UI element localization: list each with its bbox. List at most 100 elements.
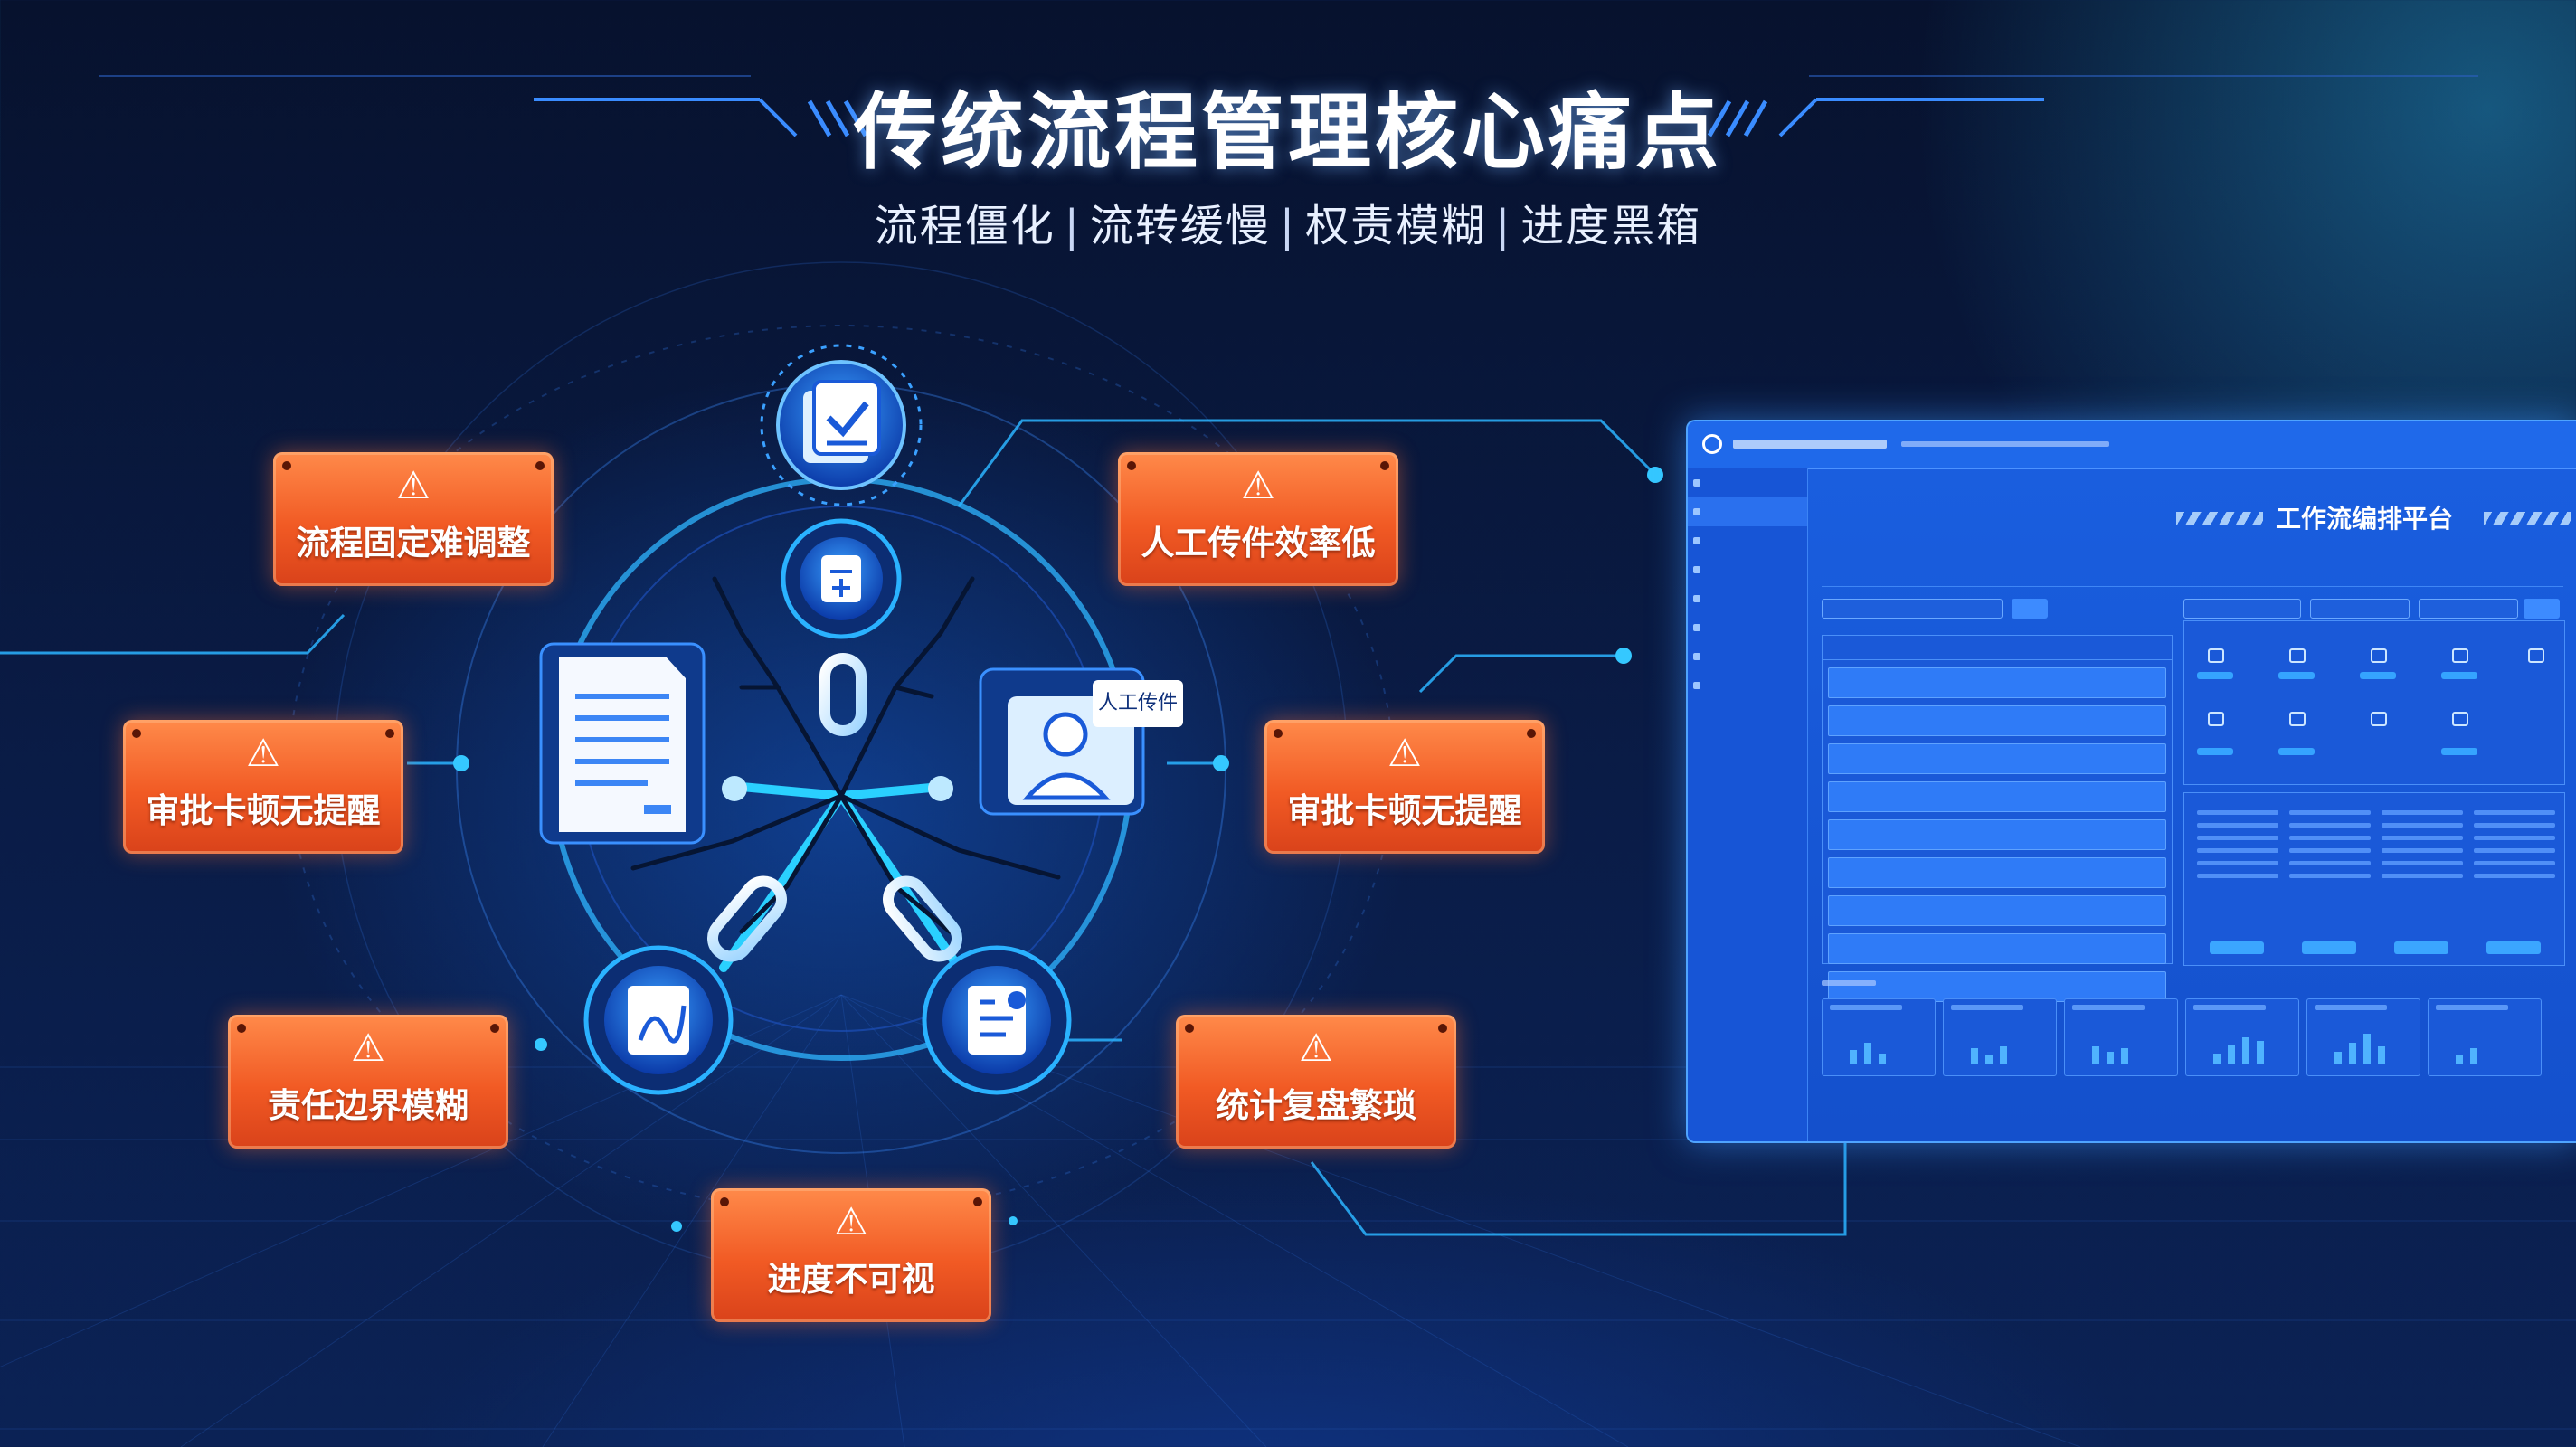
dashboard-sidebar — [1688, 468, 1808, 1141]
pain-card-statistics: ⚠ 统计复盘繁琐 — [1176, 1015, 1456, 1149]
flow-status-pill — [2360, 672, 2396, 679]
table-row[interactable] — [1828, 971, 2166, 1002]
search-input[interactable] — [1822, 599, 2003, 619]
sidebar-item[interactable] — [1688, 671, 1807, 700]
checklist-icon — [760, 344, 923, 506]
subtitle-item: 流程僵化 — [874, 201, 1056, 251]
flow-status-pill — [2278, 748, 2315, 755]
detail-action-button[interactable] — [2302, 941, 2356, 954]
app-logo-icon — [1702, 434, 1722, 454]
table-row[interactable] — [1828, 705, 2166, 736]
task-table — [1822, 635, 2173, 1002]
table-row[interactable] — [1828, 781, 2166, 812]
filter-select[interactable] — [2419, 599, 2518, 619]
sidebar-item[interactable] — [1688, 497, 1807, 526]
connector-lines — [0, 419, 1847, 1236]
broken-chain-icon — [707, 653, 962, 962]
subtitle-item: 进度黑箱 — [1520, 201, 1702, 251]
stat-panel — [2306, 998, 2420, 1076]
flow-node-icon — [2289, 648, 2306, 663]
sidebar-item[interactable] — [1688, 526, 1807, 555]
detail-action-button[interactable] — [2394, 941, 2448, 954]
sidebar-subitem[interactable] — [1688, 787, 1807, 816]
flow-status-pill — [2441, 672, 2477, 679]
sidebar-subitem[interactable] — [1688, 816, 1807, 845]
pain-card-label: 责任边界模糊 — [268, 1086, 469, 1125]
flow-status-pill — [2441, 748, 2477, 755]
sidebar-item[interactable] — [1688, 468, 1807, 497]
page-subtitle: 流程僵化|流转缓慢|权责模糊|进度黑箱 — [0, 190, 2576, 253]
pain-card-fixed-process: ⚠ 流程固定难调整 — [273, 452, 554, 586]
query-button[interactable] — [2524, 599, 2560, 619]
flow-node-icon — [2371, 648, 2387, 663]
platform-title: 工作流编排平台 — [2276, 504, 2454, 534]
warning-icon: ⚠ — [834, 1199, 868, 1244]
flow-overview-panel — [2183, 620, 2565, 785]
flow-node-icon — [2452, 712, 2468, 726]
sidebar-item[interactable] — [1688, 555, 1807, 584]
flow-node-icon — [2208, 712, 2224, 726]
subtitle-separator: | — [1064, 201, 1081, 251]
table-row[interactable] — [1828, 895, 2166, 926]
table-row[interactable] — [1828, 933, 2166, 964]
pain-card-responsibility: ⚠ 责任边界模糊 — [228, 1015, 508, 1149]
warning-icon: ⚠ — [351, 1026, 385, 1070]
detail-action-button[interactable] — [2210, 941, 2264, 954]
subtitle-item: 权责模糊 — [1305, 201, 1487, 251]
sidebar-item[interactable] — [1688, 642, 1807, 671]
subtitle-item: 流转缓慢 — [1089, 201, 1271, 251]
warning-icon: ⚠ — [396, 463, 431, 507]
table-row[interactable] — [1828, 667, 2166, 698]
sidebar-subitem[interactable] — [1688, 758, 1807, 787]
workflow-dashboard: 工作流编排平台 — [1686, 420, 2576, 1143]
table-row[interactable] — [1828, 819, 2166, 850]
search-button[interactable] — [2012, 599, 2048, 619]
pain-card-progress: ⚠ 进度不可视 — [711, 1188, 991, 1322]
detail-action-button[interactable] — [2486, 941, 2541, 954]
pain-card-label: 进度不可视 — [767, 1260, 935, 1299]
warning-icon: ⚠ — [246, 731, 280, 775]
subtitle-separator: | — [1495, 201, 1512, 251]
report-icon — [922, 945, 1072, 1095]
sidebar-subitem[interactable] — [1688, 700, 1807, 729]
warning-icon: ⚠ — [1387, 731, 1422, 775]
filter-select[interactable] — [2183, 599, 2301, 619]
app-title-placeholder — [1733, 440, 1887, 449]
detail-panel — [2183, 792, 2565, 966]
stat-panel — [2428, 998, 2542, 1076]
sidebar-subitem[interactable] — [1688, 729, 1807, 758]
flow-node-icon — [2452, 648, 2468, 663]
signed-paper-icon — [583, 945, 734, 1095]
flow-node-icon — [2208, 648, 2224, 663]
title-decoration — [2176, 512, 2263, 525]
pain-card-label: 统计复盘繁琐 — [1216, 1086, 1416, 1125]
sidebar-item[interactable] — [1688, 613, 1807, 642]
filter-select[interactable] — [2310, 599, 2410, 619]
pain-card-label: 审批卡顿无提醒 — [146, 791, 381, 830]
filter-row — [1822, 595, 2563, 622]
dashboard-subbar — [1822, 566, 2563, 587]
sidebar-item[interactable] — [1688, 584, 1807, 613]
topnav-placeholder — [1901, 441, 2109, 447]
stat-panel — [1943, 998, 2057, 1076]
stat-panel — [1822, 998, 1936, 1076]
flow-status-pill — [2197, 672, 2233, 679]
stat-panel — [2064, 998, 2178, 1076]
flow-node-icon — [2528, 648, 2544, 663]
stat-panel — [2185, 998, 2299, 1076]
pain-card-approval-right: ⚠ 审批卡顿无提醒 — [1264, 720, 1545, 854]
dashboard-topbar — [1688, 421, 2576, 469]
pain-card-label: 流程固定难调整 — [296, 524, 531, 563]
table-row[interactable] — [1828, 857, 2166, 888]
pain-card-label: 审批卡顿无提醒 — [1287, 791, 1522, 830]
header-decoration — [99, 75, 2478, 137]
table-row[interactable] — [1828, 743, 2166, 774]
document-icon — [539, 642, 706, 845]
panels-title-placeholder — [1822, 980, 1876, 986]
pain-card-manual-handoff: ⚠ 人工传件效率低 — [1118, 452, 1398, 586]
warning-icon: ⚠ — [1299, 1026, 1333, 1070]
pain-card-label: 人工传件效率低 — [1141, 524, 1376, 563]
page-title: 传统流程管理核心痛点 — [853, 84, 1722, 181]
subtitle-separator: | — [1279, 201, 1297, 251]
pain-card-approval-left: ⚠ 审批卡顿无提醒 — [123, 720, 403, 854]
